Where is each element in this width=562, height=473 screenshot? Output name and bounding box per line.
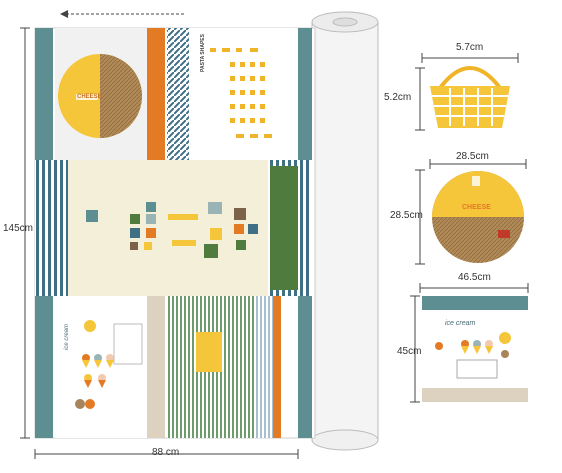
cheese-width-label: 28.5cm — [456, 151, 489, 162]
basket-width-label: 5.7cm — [456, 42, 484, 53]
cheese-circle-panel: CHEESE 28.5cm 28.5cm — [390, 148, 560, 268]
basket-height-label: 5.2cm — [384, 92, 412, 103]
ice-cream-width-label: 46.5cm — [458, 272, 491, 283]
roll-width-label: 88 cm — [152, 447, 180, 458]
pasta-shapes-title: PASTA SHAPES — [200, 34, 206, 72]
cheese-circle-label: CHEESE — [462, 204, 491, 211]
cheese-label: CHEESE — [77, 94, 102, 100]
ice-cream-panel: ice cream 46.5cm 45cm — [395, 268, 560, 408]
roll-height-label: 145cm — [3, 223, 34, 234]
ice-cream-panel-label: ice cream — [445, 320, 476, 327]
cheese-height-label: 28.5cm — [390, 210, 423, 221]
ice-cream-height-label: 45cm — [397, 346, 422, 357]
fabric-roll: CHEESE PASTA SHAPES ice cream 145cm 88 c… — [3, 10, 379, 459]
basket-panel: 5.7cm 5.2cm — [384, 38, 560, 138]
ice-cream-label: ice cream — [64, 323, 70, 350]
